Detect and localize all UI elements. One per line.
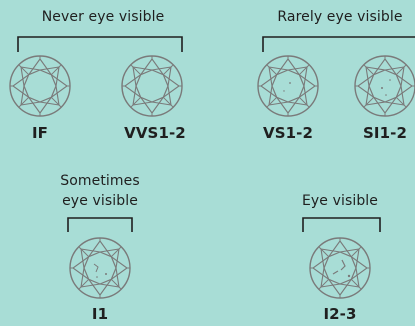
grade-label-si: SI1-2 bbox=[363, 124, 407, 142]
group-title-rarely: Rarely eye visible bbox=[277, 9, 403, 25]
round-diamond-icon-vvs bbox=[121, 55, 183, 117]
round-diamond-icon-i1 bbox=[69, 237, 131, 299]
bracket-rarely bbox=[262, 36, 415, 52]
bracket-never bbox=[17, 36, 183, 52]
round-diamond-icon-if bbox=[9, 55, 71, 117]
bracket-eye-visible bbox=[302, 217, 381, 232]
grade-label-if: IF bbox=[31, 124, 49, 142]
round-diamond-icon-si bbox=[354, 55, 415, 117]
group-title-sometimes-line1: Sometimes bbox=[60, 173, 140, 189]
grade-label-vs: VS1-2 bbox=[262, 124, 313, 142]
bracket-sometimes bbox=[67, 217, 133, 232]
group-title-never: Never eye visible bbox=[41, 9, 165, 25]
grade-label-vvs: VVS1-2 bbox=[124, 124, 186, 142]
group-title-eye-visible: Eye visible bbox=[301, 193, 379, 209]
grade-label-i1: I1 bbox=[91, 305, 109, 323]
grade-label-i23: I2-3 bbox=[323, 305, 357, 323]
round-diamond-icon-vs bbox=[257, 55, 319, 117]
round-diamond-icon-i23 bbox=[309, 237, 371, 299]
group-title-sometimes-line2: eye visible bbox=[62, 193, 138, 209]
